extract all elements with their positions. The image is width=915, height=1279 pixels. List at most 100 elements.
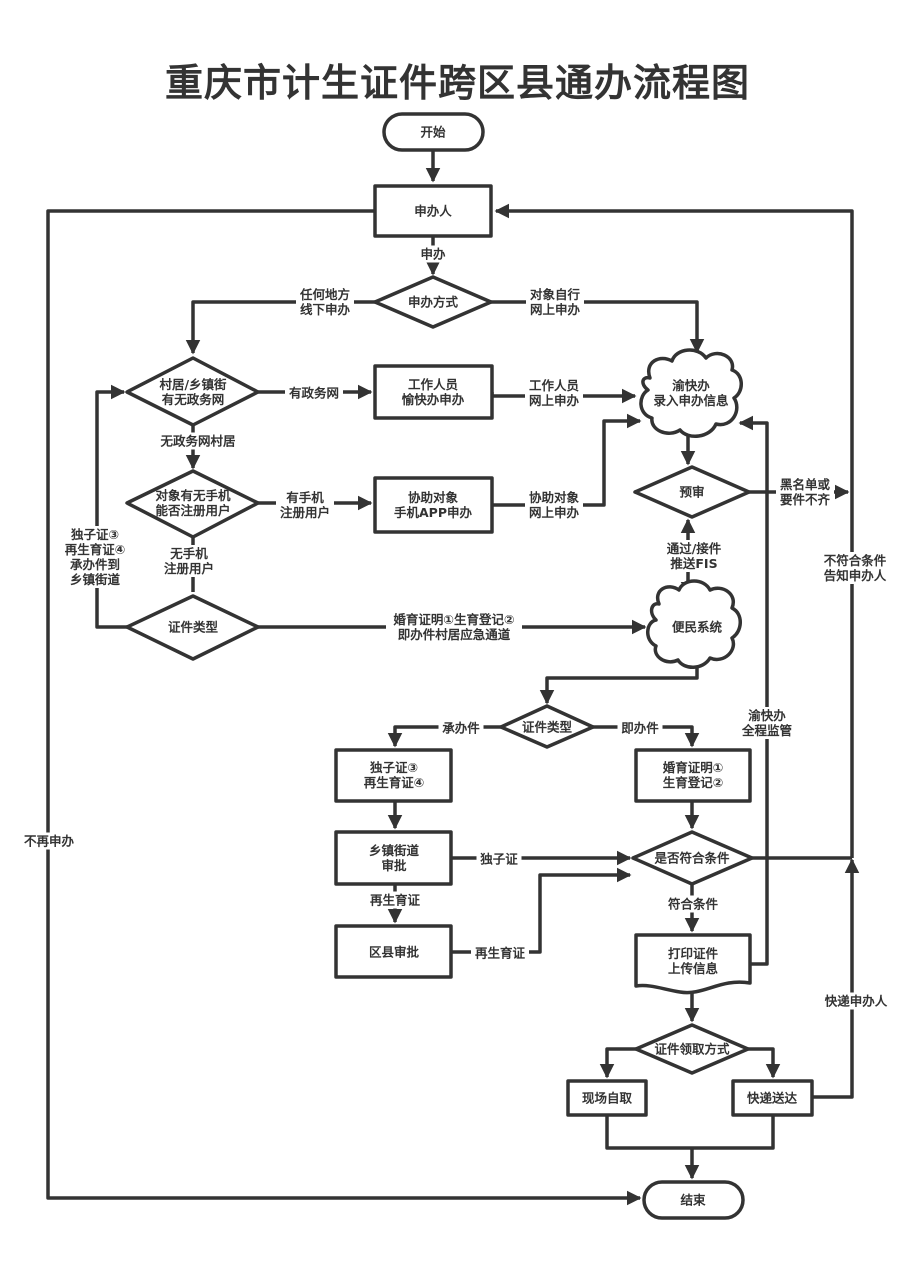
- edge-label-second-birth-bg: [366, 891, 424, 909]
- node-label-eligible: 是否符合条件: [653, 851, 730, 866]
- edge-label-no-phone-bg: [160, 545, 218, 577]
- node-label-pickup: 证件领取方式: [654, 1042, 730, 1057]
- edge-bianmin-certtype2: [539, 660, 699, 705]
- prereview-decision: [633, 465, 751, 519]
- edge-label-staff-online-bg: [525, 377, 583, 409]
- applicant-node: [373, 184, 493, 238]
- edge-applicant-giveup: [46, 209, 642, 1206]
- node-label-assist: 协助对象手机APP申办: [394, 490, 472, 520]
- edge-label-blacklist-bg: [776, 476, 834, 508]
- node-label-staff: 工作人员愉快办申办: [401, 377, 465, 407]
- marriage-node: [634, 748, 752, 803]
- node-label-start: 开始: [420, 125, 446, 140]
- mode-decision: [373, 275, 493, 329]
- yukuaiban-cloud: [639, 348, 743, 438]
- edge-label-no-phone: 无手机注册用户: [164, 546, 214, 576]
- end-node: [642, 1180, 745, 1220]
- edge-notify-applicant: [494, 203, 854, 858]
- node-label-end: 结束: [680, 1193, 706, 1208]
- edge-label-has-phone: 有手机注册用户: [280, 490, 330, 520]
- edge-label-offline: 任何地方线下申办: [299, 287, 351, 317]
- edge-label-apply-bg: [417, 245, 449, 263]
- edge-label-eligible-yes: 符合条件: [668, 897, 719, 912]
- node-label-mode: 申办方式: [408, 295, 459, 310]
- edge-label-assist-online: 协助对象网上申办: [529, 490, 580, 520]
- edge-label-eligible-yes-bg: [664, 895, 722, 913]
- edge-label-self-online-bg: [526, 286, 584, 318]
- edge-label-instant-bg: [617, 719, 663, 737]
- node-labels: 开始申办人申办方式村居/乡镇街有无政务网工作人员愉快办申办渝快办录入申办信息对象…: [155, 125, 797, 1208]
- edge-label-no-gov-net: 无政务网村居: [159, 434, 235, 449]
- edge-label-handled: 承办件: [442, 721, 480, 736]
- certtype1-decision: [125, 594, 260, 661]
- edge-mode-online: [491, 300, 705, 354]
- edge-label-express-to: 快递申办人: [825, 994, 888, 1009]
- edge-label-has-gov-net-bg: [285, 384, 343, 402]
- edge-label-handled-bg: [438, 719, 484, 737]
- edge-label-not-eligible: 不符合条件告知申办人: [824, 553, 887, 583]
- start-node: [382, 112, 485, 152]
- edge-label-fast-channel-bg: [386, 611, 522, 643]
- node-label-cert-type2: 证件类型: [522, 720, 573, 735]
- edge-label-second-birth: 再生育证: [370, 893, 421, 908]
- edge-label-second-birth2: 再生育证: [475, 946, 526, 961]
- eligible-decision: [631, 830, 754, 886]
- edge-label-staff-online: 工作人员网上申办: [529, 378, 580, 408]
- edge-label-assist-online-bg: [525, 489, 583, 521]
- assist-node: [373, 476, 494, 534]
- edge-label-has-gov-net: 有政务网: [289, 386, 339, 401]
- bianmin-cloud: [646, 579, 742, 669]
- village-decision: [125, 356, 260, 427]
- node-label-township: 乡镇街道审批: [369, 843, 420, 873]
- node-label-express: 快递送达: [747, 1091, 798, 1106]
- phone-decision: [125, 469, 260, 539]
- edge-label-no-more-bg: [20, 832, 78, 850]
- certtype2-decision: [499, 704, 595, 749]
- county-node: [334, 924, 453, 979]
- edge-label-blacklist: 黑名单或要件不齐: [780, 477, 831, 507]
- edge-label-apply: 申办: [420, 247, 446, 262]
- edge-certtype-loop: [95, 384, 127, 629]
- edge-label-no-more: 不再申办: [24, 834, 75, 849]
- edge-county-eligible: [451, 867, 632, 954]
- edge-label-express-to-bg: [820, 992, 892, 1010]
- node-label-prereview: 预审: [679, 485, 704, 500]
- node-label-bianmin: 便民系统: [672, 620, 723, 635]
- node-label-self-pick: 现场自取: [582, 1091, 633, 1106]
- node-label-village-check: 村居/乡镇街有无政务网: [159, 377, 227, 407]
- onlychild-node: [334, 748, 453, 803]
- edge-label-pass-push: 通过/接件推送FIS: [667, 541, 722, 571]
- edge-print-supervise: [738, 415, 769, 966]
- edge-label-pass-push-bg: [658, 540, 730, 572]
- edge-merge-end: [605, 1115, 775, 1150]
- self-pick-node: [566, 1079, 648, 1117]
- node-label-phone-check: 对象有无手机能否注册用户: [155, 488, 231, 518]
- node-label-county: 区县审批: [369, 945, 420, 960]
- pickup-decision: [634, 1023, 750, 1075]
- edge-label-not-eligible-bg: [819, 552, 891, 584]
- edge-label-only-child-bg: [476, 850, 522, 868]
- edge-label-supervise-bg: [738, 707, 796, 739]
- staff-node: [373, 364, 494, 420]
- edge-label-only-child: 独子证: [479, 852, 518, 867]
- edge-label-self-online: 对象自行网上申办: [530, 287, 581, 317]
- node-label-cert-type1: 证件类型: [168, 620, 219, 635]
- shapes: [125, 112, 814, 1220]
- node-label-applicant: 申办人: [414, 204, 452, 219]
- edge-pickup-self: [599, 1047, 636, 1079]
- edge-label-offline-bg: [296, 286, 354, 318]
- edge-label-has-phone-bg: [276, 489, 334, 521]
- edge-pickup-express: [748, 1047, 781, 1079]
- page-title: 重庆市计生证件跨区县通办流程图: [164, 61, 750, 105]
- print-document: [634, 933, 752, 995]
- township-node: [334, 830, 453, 886]
- edge-label-left-loop-bg: [59, 526, 131, 588]
- edge-label-second-birth2-bg: [471, 944, 529, 962]
- edge-express-return: [812, 858, 860, 1099]
